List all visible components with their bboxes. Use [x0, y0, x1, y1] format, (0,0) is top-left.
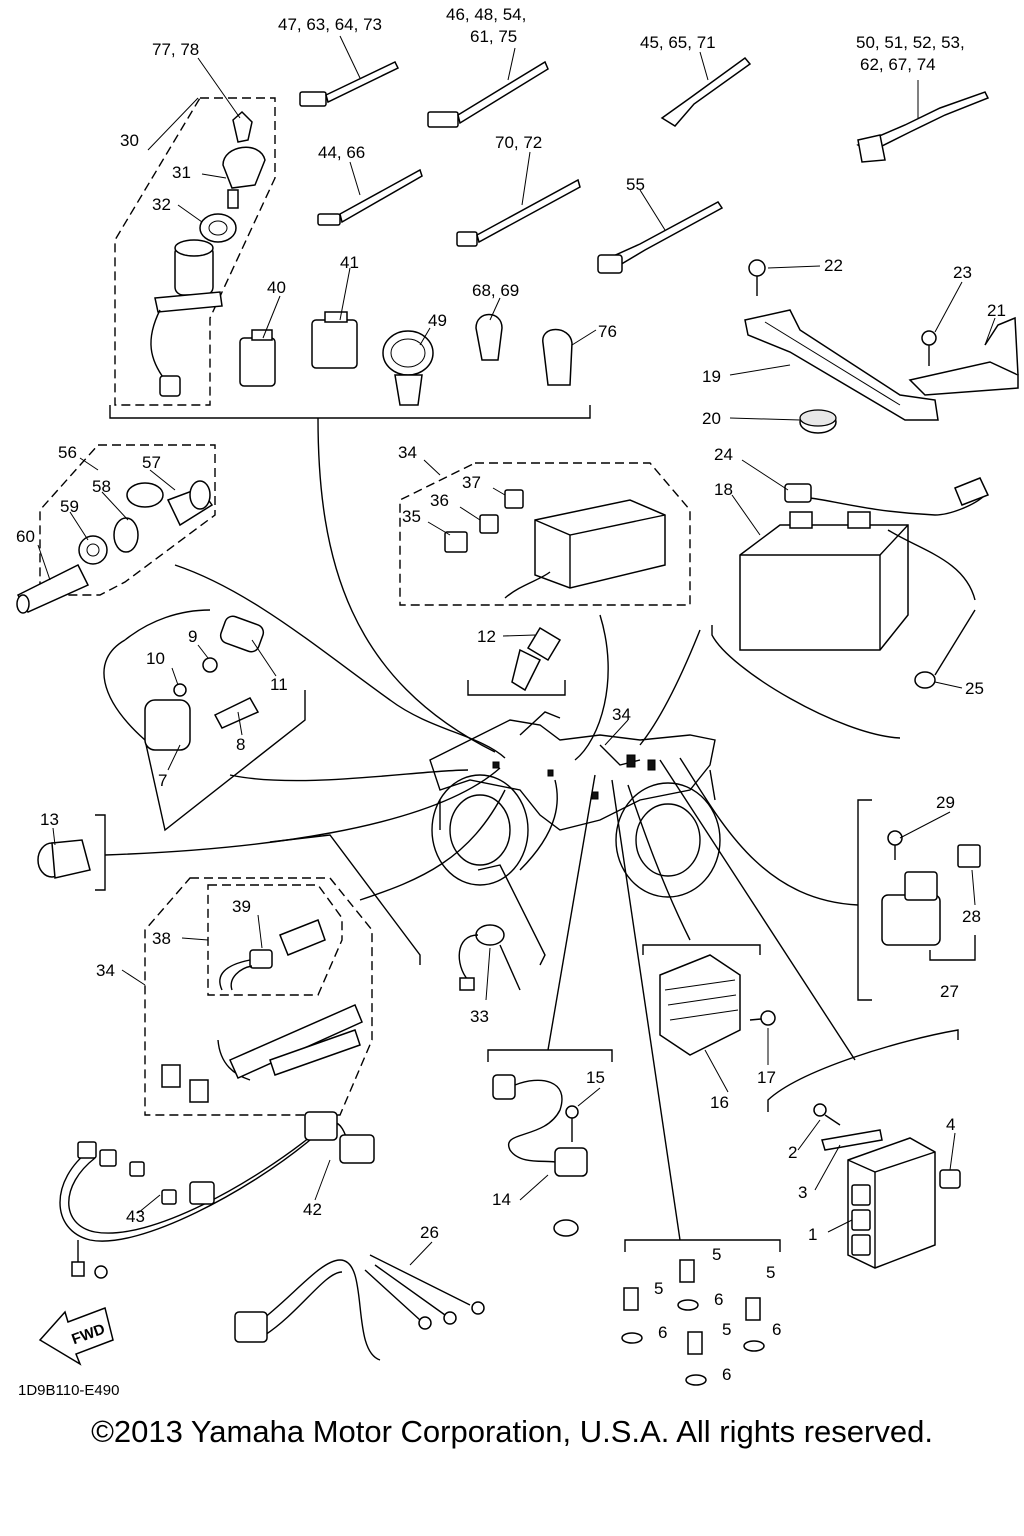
- callout-17: 17: [757, 1068, 776, 1087]
- callout-46-line1: 46, 48, 54,: [446, 5, 526, 24]
- callout-34-fusebox: 34: [398, 443, 417, 462]
- callout-5-a: 5: [712, 1245, 721, 1264]
- callout-32: 32: [152, 195, 171, 214]
- callout-2: 2: [788, 1143, 797, 1162]
- callout-labels: 77, 78 47, 63, 64, 73 46, 48, 54, 61, 75…: [16, 5, 1006, 1384]
- callout-11: 11: [270, 675, 288, 694]
- callout-49: 49: [428, 311, 447, 330]
- callout-5-d: 5: [722, 1320, 731, 1339]
- callout-14: 14: [492, 1190, 511, 1209]
- callout-8: 8: [236, 735, 245, 754]
- wiring-38-39: [161, 919, 363, 1103]
- callout-6-c: 6: [772, 1320, 781, 1339]
- callout-16: 16: [710, 1093, 729, 1112]
- connectors-clamps: [239, 311, 573, 406]
- callout-20: 20: [702, 409, 721, 428]
- callout-26: 26: [420, 1223, 439, 1242]
- callout-7: 7: [158, 771, 167, 790]
- callout-5-c: 5: [766, 1263, 775, 1282]
- part-13: [37, 839, 91, 879]
- cable-ties: [299, 56, 990, 274]
- callout-15: 15: [586, 1068, 605, 1087]
- starter-relay: [881, 830, 981, 961]
- callout-22: 22: [824, 256, 843, 275]
- callout-37: 37: [462, 473, 481, 492]
- callout-23: 23: [953, 263, 972, 282]
- callout-10: 10: [146, 649, 165, 668]
- callout-9: 9: [188, 627, 197, 646]
- callout-6-a: 6: [714, 1290, 723, 1309]
- cdi-unit: [813, 1103, 961, 1269]
- callout-77-78: 77, 78: [152, 40, 199, 59]
- callout-31: 31: [172, 163, 191, 182]
- callout-47: 47, 63, 64, 73: [278, 15, 382, 34]
- callout-13: 13: [40, 810, 59, 829]
- callout-42: 42: [303, 1200, 322, 1219]
- callout-50-line2: 62, 67, 74: [860, 55, 936, 74]
- callout-39: 39: [232, 897, 251, 916]
- ignition-coil: [124, 609, 265, 751]
- callout-70-72: 70, 72: [495, 133, 542, 152]
- callout-27: 27: [940, 982, 959, 1001]
- battery: [739, 477, 990, 689]
- fwd-arrow: FWD: [38, 1307, 114, 1366]
- callout-76: 76: [598, 322, 617, 341]
- atv-vehicle: [429, 711, 721, 898]
- main-switch-parts: [150, 110, 266, 397]
- grip-parts: [16, 480, 214, 614]
- callout-5-b: 5: [654, 1279, 663, 1298]
- callout-46-line2: 61, 75: [470, 27, 517, 46]
- wire-harness: [59, 1111, 375, 1279]
- callout-1: 1: [808, 1225, 817, 1244]
- callout-59: 59: [60, 497, 79, 516]
- callout-25: 25: [965, 679, 984, 698]
- callout-36: 36: [430, 491, 449, 510]
- battery-bracket: [744, 259, 1019, 434]
- dashed-group-outlines: [39, 97, 691, 1116]
- callout-30: 30: [120, 131, 139, 150]
- callout-29: 29: [936, 793, 955, 812]
- rectifier-16: [659, 954, 776, 1056]
- bolts-5-6: [621, 1259, 765, 1386]
- callout-45: 45, 65, 71: [640, 33, 716, 52]
- callout-57: 57: [142, 453, 161, 472]
- callout-68-69: 68, 69: [472, 281, 519, 300]
- callout-19: 19: [702, 367, 721, 386]
- callout-leaders: [37, 35, 996, 1266]
- callout-21: 21: [987, 301, 1006, 320]
- sensor-14: [492, 1074, 588, 1237]
- callout-28: 28: [962, 907, 981, 926]
- callout-34-wiring: 34: [96, 961, 115, 980]
- callout-58: 58: [92, 477, 111, 496]
- callout-6-d: 6: [722, 1365, 731, 1384]
- callout-4: 4: [946, 1115, 955, 1134]
- switch-33: [458, 924, 521, 991]
- callout-43: 43: [126, 1207, 145, 1226]
- cable-26: [234, 1254, 485, 1361]
- callout-18: 18: [714, 480, 733, 499]
- callout-12: 12: [477, 627, 496, 646]
- diagram-code: 1D9B110-E490: [18, 1382, 120, 1399]
- callout-3: 3: [798, 1183, 807, 1202]
- callout-44-66: 44, 66: [318, 143, 365, 162]
- callout-41: 41: [340, 253, 359, 272]
- callout-35: 35: [402, 507, 421, 526]
- sensor-12: [511, 626, 562, 692]
- fuse-box: [444, 489, 666, 599]
- callout-34-center: 34: [612, 705, 631, 724]
- callout-6-b: 6: [658, 1323, 667, 1342]
- callout-38: 38: [152, 929, 171, 948]
- callout-33: 33: [470, 1007, 489, 1026]
- callout-56: 56: [58, 443, 77, 462]
- callout-55: 55: [626, 175, 645, 194]
- callout-24: 24: [714, 445, 733, 464]
- copyright-notice: ©2013 Yamaha Motor Corporation, U.S.A. A…: [91, 1414, 933, 1449]
- callout-50-line1: 50, 51, 52, 53,: [856, 33, 965, 52]
- callout-60: 60: [16, 527, 35, 546]
- callout-40: 40: [267, 278, 286, 297]
- lead-lines: [104, 417, 859, 1241]
